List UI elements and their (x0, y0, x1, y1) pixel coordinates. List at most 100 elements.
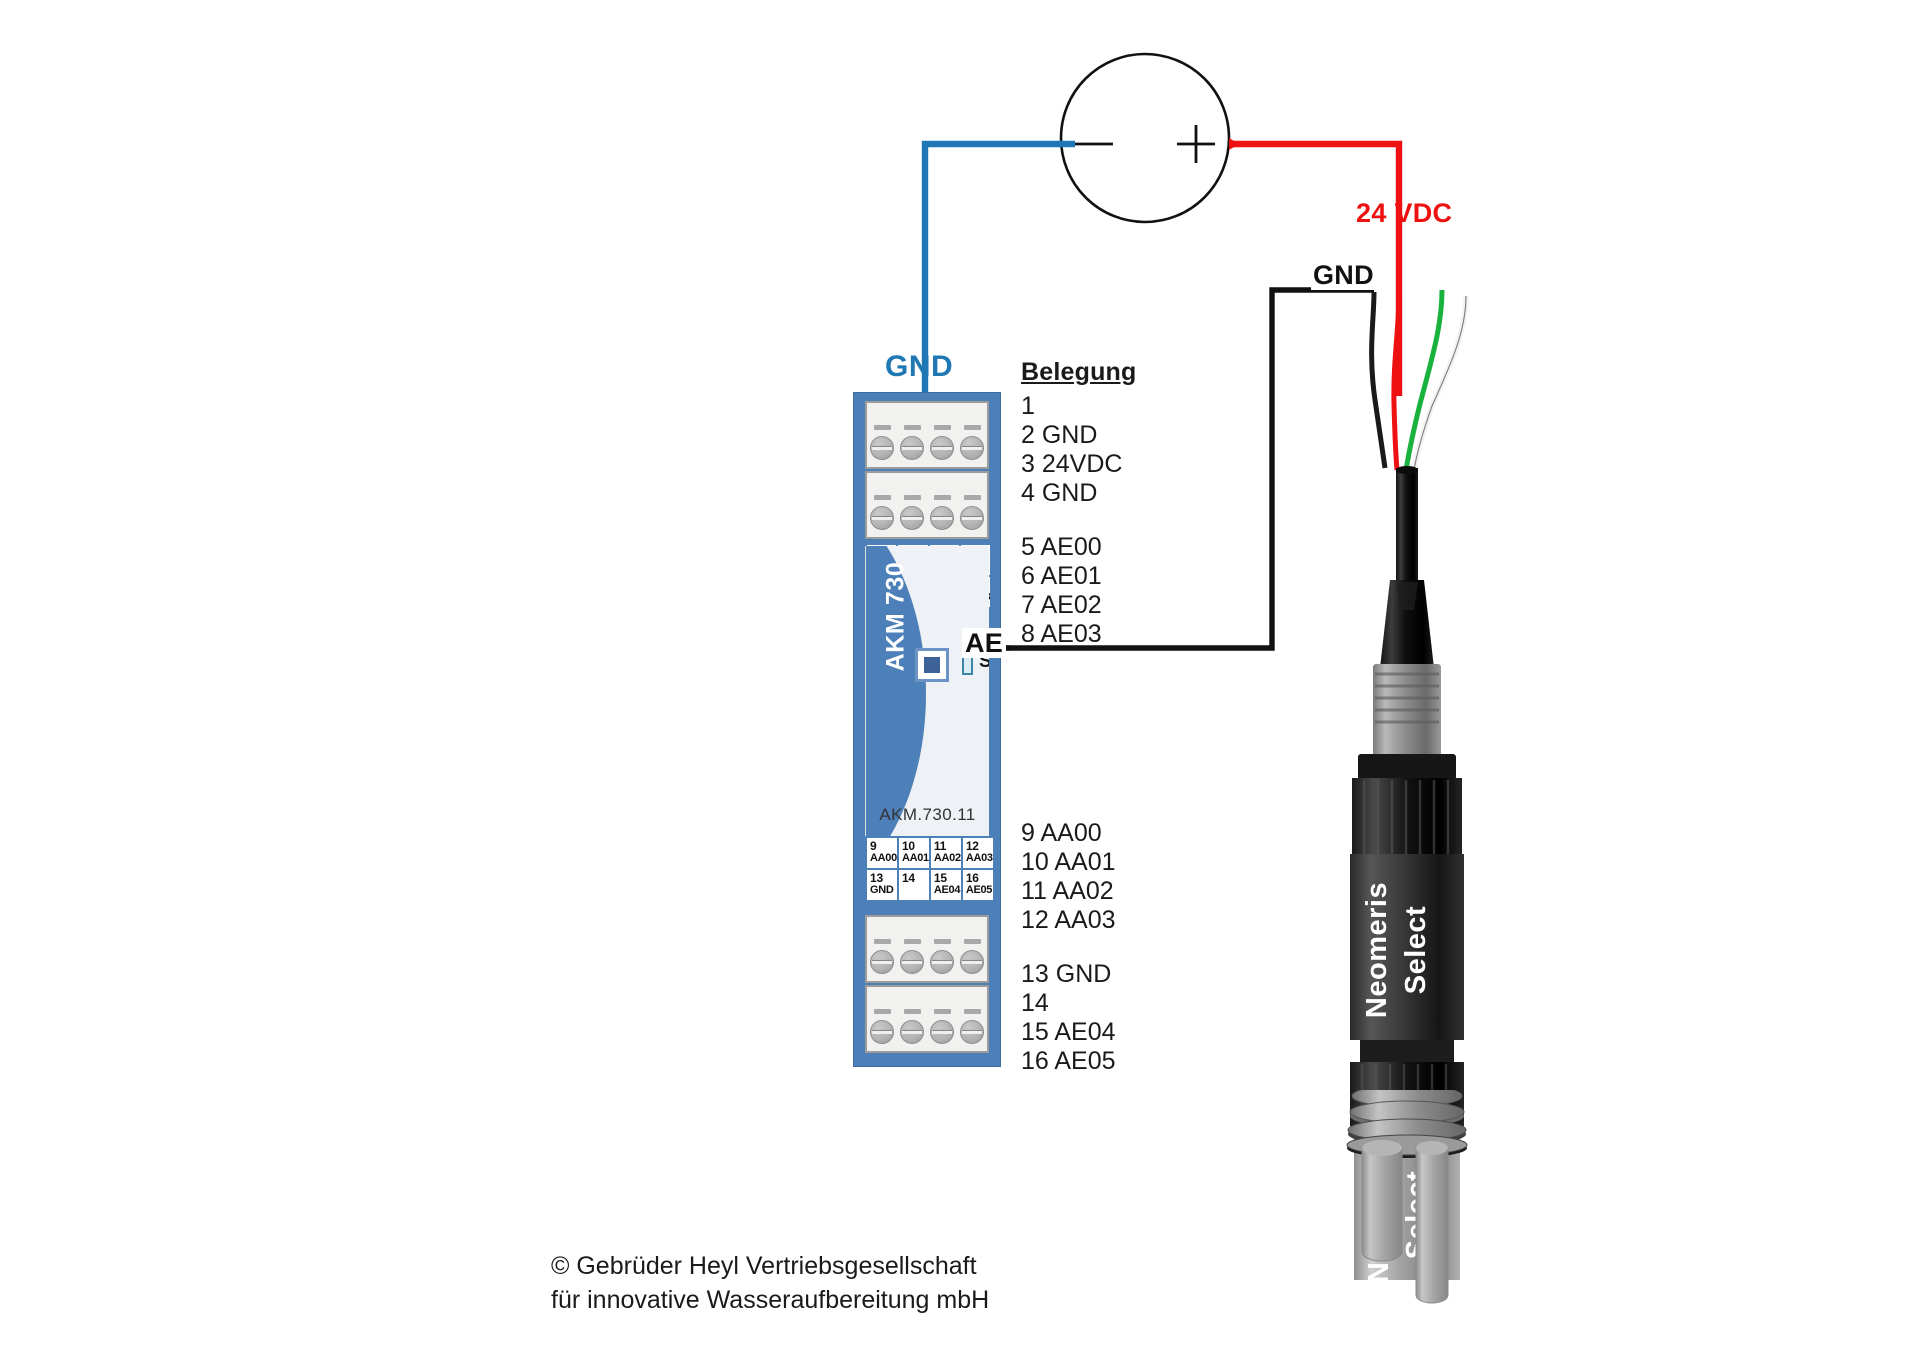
terminal-marker-icon (963, 495, 981, 500)
screw-icon[interactable] (900, 1020, 924, 1044)
terminal-15[interactable] (930, 1009, 954, 1044)
terminal-marker-icon (873, 939, 891, 944)
screw-icon[interactable] (960, 950, 984, 974)
terminal-5[interactable] (870, 495, 894, 530)
sensor-brand-upper-line2: Select (1400, 906, 1432, 994)
copyright-line-1: © Gebrüder Heyl Vertriebsgesellschaft (551, 1252, 977, 1280)
belegung-entry: 9 AA00 (1021, 819, 1102, 847)
belegung-entry: 11 AA02 (1021, 877, 1114, 905)
terminal-marker-icon (933, 495, 951, 500)
screw-icon[interactable] (960, 1020, 984, 1044)
gnd-blue-label: GND (885, 350, 954, 383)
terminal-strip-top[interactable] (865, 401, 989, 469)
terminal-16[interactable] (960, 1009, 984, 1044)
belegung-entry: 6 AE01 (1021, 562, 1102, 590)
belegung-spacer (1021, 649, 1211, 819)
screw-icon[interactable] (960, 436, 984, 460)
terminal-2[interactable] (900, 425, 924, 460)
screw-icon[interactable] (900, 506, 924, 530)
screw-icon[interactable] (870, 436, 894, 460)
gnd-black-label: GND (1311, 260, 1376, 291)
terminal-marker-icon (933, 939, 951, 944)
terminal-label-cell: 14 (898, 870, 929, 900)
belegung-entry: 3 24VDC (1021, 450, 1123, 478)
screw-icon[interactable] (870, 1020, 894, 1044)
terminal-10[interactable] (900, 939, 924, 974)
terminal-signal: AA03 (965, 851, 993, 864)
terminal-1[interactable] (870, 425, 894, 460)
module-push-button[interactable] (915, 648, 949, 682)
screw-icon[interactable] (930, 436, 954, 460)
terminal-marker-icon (873, 1009, 891, 1014)
terminal-marker-icon (903, 495, 921, 500)
belegung-entry: 7 AE02 (1021, 591, 1102, 619)
terminal-strip-third[interactable] (865, 915, 989, 983)
terminal-marker-icon (873, 495, 891, 500)
terminal-6[interactable] (900, 495, 924, 530)
terminal-3[interactable] (930, 425, 954, 460)
screw-icon[interactable] (930, 950, 954, 974)
belegung-entry: 1 (1021, 392, 1035, 420)
sensor-cable (1369, 289, 1469, 471)
belegung-entry: 10 AA01 (1021, 848, 1116, 876)
terminal-signal: AE04 (933, 883, 961, 896)
terminal-11[interactable] (930, 939, 954, 974)
terminal-marker-icon (963, 939, 981, 944)
terminal-12[interactable] (960, 939, 984, 974)
sensor-probe-tip (1346, 1090, 1468, 1304)
screw-icon[interactable] (870, 506, 894, 530)
belegung-entry: 5 AE00 (1021, 533, 1102, 561)
terminal-14[interactable] (900, 1009, 924, 1044)
belegung-entry: 15 AE04 (1021, 1018, 1116, 1046)
terminal-number: 9 (870, 839, 877, 853)
terminal-8[interactable] (960, 495, 984, 530)
terminal-number: 13 (870, 871, 883, 885)
screw-icon[interactable] (930, 506, 954, 530)
terminal-signal: AA02 (933, 851, 961, 864)
screw-icon[interactable] (930, 1020, 954, 1044)
screw-icon[interactable] (870, 950, 894, 974)
belegung-entry: 12 AA03 (1021, 906, 1116, 934)
terminal-number: 11 (933, 839, 947, 853)
gnd-wire-blue (921, 140, 1075, 439)
terminal-13[interactable] (870, 1009, 894, 1044)
terminal-marker-icon (963, 1009, 981, 1014)
terminal-strip-bottom[interactable] (865, 985, 989, 1053)
module-model-number: AKM.730.11 (879, 805, 976, 824)
terminal-number: 16 (965, 871, 979, 885)
ae-signal-label: AE (962, 628, 1007, 659)
terminal-7[interactable] (930, 495, 954, 530)
screw-icon[interactable] (900, 950, 924, 974)
button-inner-square-icon (924, 657, 940, 673)
copyright-footer: © Gebrüder Heyl Vertriebsgesellschaft fü… (551, 1250, 989, 1318)
screw-icon[interactable] (960, 506, 984, 530)
power-supply-symbol (1059, 52, 1231, 224)
belegung-spacer (1021, 508, 1211, 533)
belegung-entry: 14 (1021, 989, 1049, 1017)
sensor-brand-upper-line1: Neomeris (1361, 882, 1393, 1018)
terminal-4[interactable] (960, 425, 984, 460)
terminal-marker-icon (873, 425, 891, 430)
screw-icon[interactable] (900, 436, 924, 460)
terminal-signal: AA01 (901, 851, 929, 864)
terminal-9[interactable] (870, 939, 894, 974)
belegung-title: Belegung (1021, 358, 1137, 386)
terminal-marker-icon (933, 425, 951, 430)
terminal-strip-second[interactable] (865, 471, 989, 539)
terminal-number: 15 (933, 871, 947, 885)
status-label: ST (979, 651, 989, 673)
supply-voltage-label: 24 VDC (1356, 198, 1453, 228)
terminal-marker-icon (933, 1009, 951, 1014)
